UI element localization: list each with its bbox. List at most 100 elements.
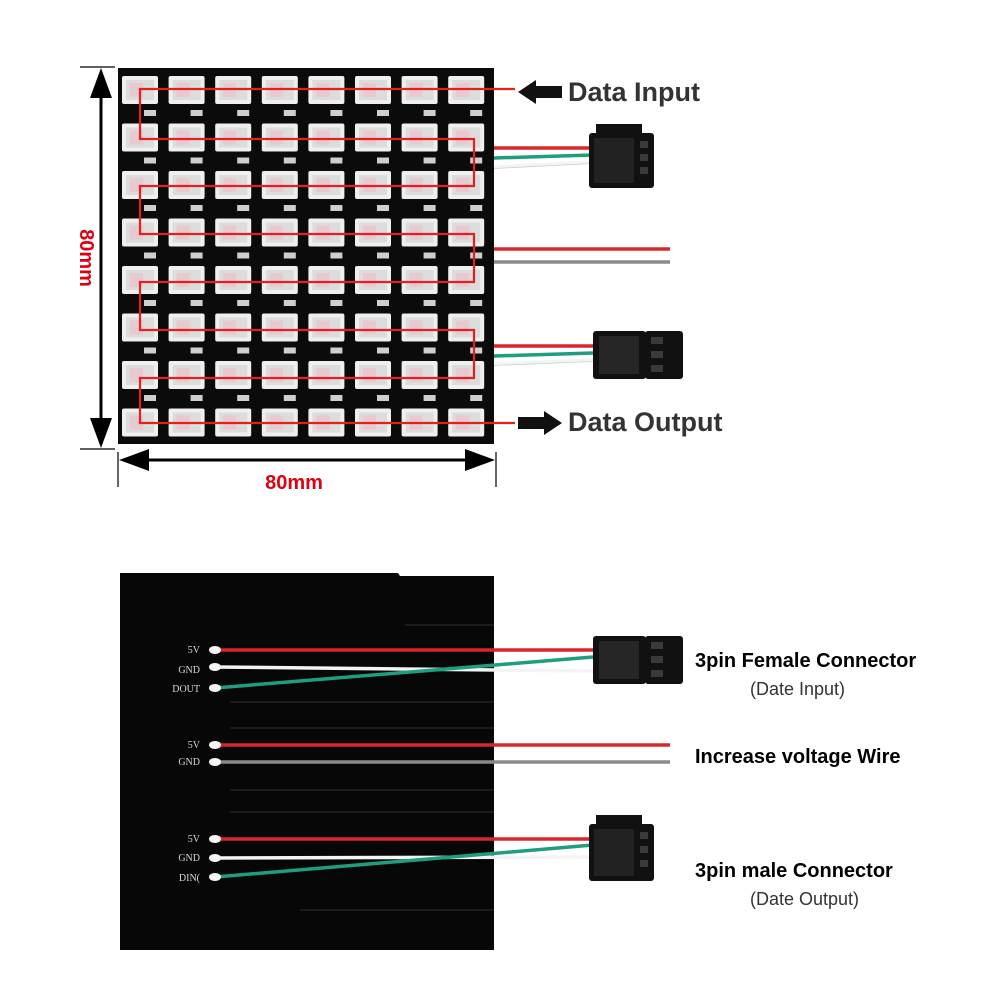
capacitor <box>470 395 483 401</box>
solder-pad <box>209 854 221 862</box>
pin-label-gnd: GND <box>178 665 200 676</box>
capacitor <box>144 347 156 354</box>
solder-pad <box>209 684 221 692</box>
top-male-connector-wires <box>493 344 594 366</box>
arrow-right-icon <box>465 449 495 471</box>
data-input-label: Data Input <box>568 77 700 107</box>
voltage-wire-title: Increase voltage Wire <box>695 746 900 768</box>
capacitor <box>190 110 203 116</box>
pin-label-5v: 5V <box>188 740 201 751</box>
capacitor <box>470 205 483 211</box>
solder-pad <box>209 741 221 749</box>
top-male-connector-icon <box>593 331 683 379</box>
capacitor <box>330 252 343 259</box>
capacitor <box>283 395 296 401</box>
led-pixel <box>168 361 205 389</box>
led-pixel <box>355 218 391 247</box>
capacitor <box>330 300 343 306</box>
capacitor <box>237 395 250 401</box>
capacitor <box>283 252 296 259</box>
led-pixel <box>401 313 438 342</box>
female-connector-icon <box>593 636 683 684</box>
led-pixel <box>355 361 391 389</box>
solder-pad <box>209 663 221 671</box>
data-output-callout: Data Output <box>518 407 723 437</box>
led-pixel <box>448 218 485 247</box>
led-grid <box>122 76 485 437</box>
pin-label-5v: 5V <box>188 645 201 656</box>
height-label: 80mm <box>75 229 97 287</box>
led-pixel <box>261 361 298 389</box>
capacitor <box>283 157 296 164</box>
male-connector-group: 5V GND DIN( 3pin male Connector (Date Ou… <box>178 815 893 909</box>
capacitor <box>190 395 203 401</box>
capacitor <box>470 157 483 164</box>
female-connector-subtitle: (Date Input) <box>750 679 845 699</box>
capacitor <box>283 300 296 306</box>
capacitor <box>423 110 436 116</box>
pin-label-gnd: GND <box>178 757 200 768</box>
capacitor <box>423 395 436 401</box>
led-pixel <box>168 218 205 247</box>
solder-pad <box>209 758 221 766</box>
capacitor <box>470 110 483 116</box>
led-pixel <box>215 313 252 342</box>
led-pixel <box>308 313 345 342</box>
capacitor <box>423 157 436 164</box>
top-female-connector-icon <box>589 124 654 188</box>
capacitor <box>237 347 250 354</box>
led-pixel <box>401 218 438 247</box>
capacitor <box>377 252 389 259</box>
capacitor <box>283 205 296 211</box>
capacitor <box>190 205 203 211</box>
pin-label-5v: 5V <box>188 834 201 845</box>
solder-pad <box>209 873 221 881</box>
capacitor <box>144 252 156 259</box>
led-pixel <box>261 313 298 342</box>
data-output-label: Data Output <box>568 407 723 437</box>
capacitor <box>470 300 483 306</box>
male-connector-subtitle: (Date Output) <box>750 889 859 909</box>
capacitor <box>470 347 483 354</box>
led-pixel <box>215 361 252 389</box>
capacitor <box>190 252 203 259</box>
led-pixel <box>308 218 345 247</box>
led-pixel <box>168 123 205 152</box>
arrow-down-icon <box>90 418 112 448</box>
led-pixel <box>261 266 298 294</box>
capacitor <box>190 157 203 164</box>
capacitor <box>190 300 203 306</box>
capacitor <box>470 252 483 259</box>
led-pixel <box>448 361 485 389</box>
led-pixel <box>448 123 485 152</box>
led-pixel <box>448 313 485 342</box>
capacitor <box>423 252 436 259</box>
pin-label-din: DIN( <box>179 873 201 884</box>
capacitor <box>237 157 250 164</box>
capacitor <box>237 252 250 259</box>
capacitor <box>330 157 343 164</box>
capacitor <box>423 347 436 354</box>
capacitor <box>190 347 203 354</box>
led-pixel <box>355 123 391 152</box>
capacitor <box>144 110 156 116</box>
capacitor <box>377 395 389 401</box>
bottom-diagram: 5V GND DOUT 3pin Female Connector (Date … <box>120 573 916 950</box>
arrow-up-icon <box>90 68 112 98</box>
male-connector-icon <box>589 815 654 881</box>
top-voltage-wires <box>494 247 670 264</box>
led-pixel <box>401 266 438 294</box>
capacitor <box>237 300 250 306</box>
width-label: 80mm <box>265 472 323 494</box>
led-pixel <box>308 123 345 152</box>
led-pixel <box>261 123 298 152</box>
top-diagram: 80mm 80mm <box>75 66 723 494</box>
capacitor <box>423 300 436 306</box>
led-pixel <box>448 266 485 294</box>
male-connector-title: 3pin male Connector <box>695 860 893 882</box>
capacitor <box>237 110 250 116</box>
female-connector-title: 3pin Female Connector <box>695 650 916 672</box>
data-input-callout: Data Input <box>518 77 700 107</box>
